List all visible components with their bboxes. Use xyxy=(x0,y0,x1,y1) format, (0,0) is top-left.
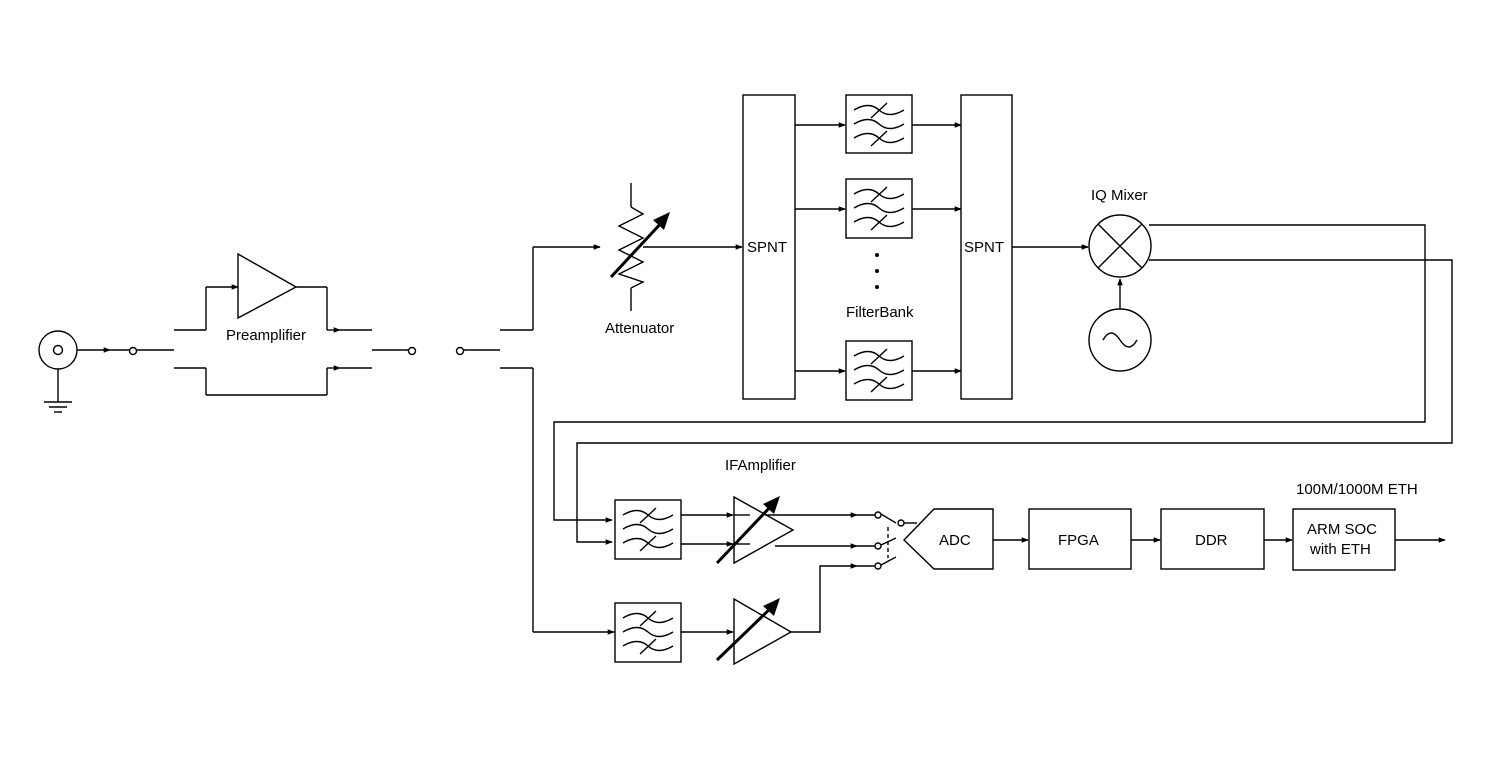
iq-mixer-label: IQ Mixer xyxy=(1091,187,1148,204)
preamplifier-triangle xyxy=(237,252,298,320)
eth-label: 100M/1000M ETH xyxy=(1296,481,1418,498)
ddr-label: DDR xyxy=(1195,532,1228,549)
fpga-label: FPGA xyxy=(1058,532,1099,549)
ddr-block xyxy=(1160,508,1265,570)
spnt-input-switch xyxy=(742,94,796,400)
bandpass-filter-n xyxy=(845,340,913,401)
attenuator-resistor xyxy=(609,183,670,311)
preamp-output-switch xyxy=(296,286,372,395)
fpga-block xyxy=(1028,508,1132,570)
preamplifier-label: Preamplifier xyxy=(226,327,306,344)
if-filter-to-amp-wires xyxy=(681,512,734,635)
spnt-output-switch xyxy=(960,94,1013,400)
filterbank-ellipsis xyxy=(875,253,879,289)
iq-mixer xyxy=(1088,214,1152,278)
amp-to-adc-switch-wires xyxy=(765,512,858,633)
filterbank-wires xyxy=(795,122,962,374)
if-amplifier-lowband xyxy=(715,597,793,666)
i-output-wire xyxy=(553,224,1426,523)
adc-block xyxy=(903,508,994,570)
attenuator-label: Attenuator xyxy=(605,320,674,337)
spnt-input-label: SPNT xyxy=(747,239,787,256)
filterbank-label: FilterBank xyxy=(846,304,914,321)
bandpass-filter-2 xyxy=(845,178,913,239)
adc-label: ADC xyxy=(939,532,971,549)
connector-to-switch-wire xyxy=(77,346,174,356)
adc-input-switch xyxy=(857,511,917,570)
bandpass-filter-1 xyxy=(845,94,913,154)
if-amplifier-label: IFAmplifier xyxy=(725,457,796,474)
preamp-input-switch xyxy=(174,284,327,396)
band-split-switch xyxy=(500,244,615,635)
spnt-output-label: SPNT xyxy=(964,239,1004,256)
arm-soc-label-line1: ARM SOC xyxy=(1307,521,1377,538)
arm-soc-label-line2: with ETH xyxy=(1309,541,1371,558)
antenna-connector xyxy=(38,330,78,413)
if-amplifier-iq xyxy=(715,495,795,565)
if-filter-lowband xyxy=(614,602,682,663)
q-output-wire xyxy=(576,259,1453,545)
if-filter-iq xyxy=(614,499,682,560)
local-oscillator xyxy=(1088,308,1152,372)
arm-soc-block xyxy=(1292,508,1396,571)
bypass-switch xyxy=(372,346,500,356)
